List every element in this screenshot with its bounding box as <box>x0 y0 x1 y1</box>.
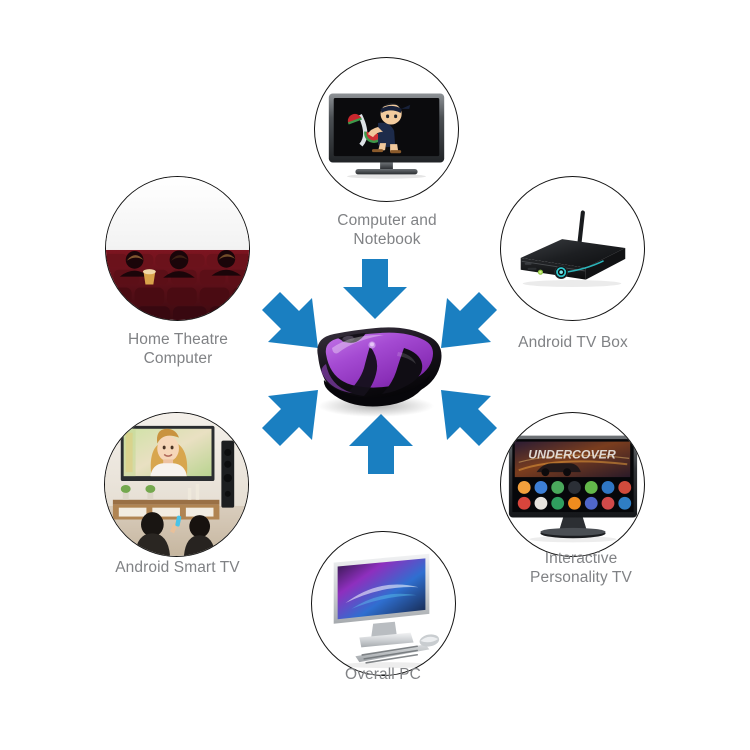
caption-interactive-personality-tv: Interactive Personality TV <box>530 550 632 586</box>
arrow-from-interactive-personality-tv <box>433 382 503 452</box>
caption-android-tv-box: Android TV Box <box>518 334 628 351</box>
arrow-from-computer-and-notebook <box>339 259 411 321</box>
caption-home-theatre-computer: Home Theatre Computer <box>128 331 228 367</box>
arrow-from-overall-pc <box>345 412 417 474</box>
set-top-box-antenna-icon <box>501 177 644 320</box>
circle-computer-and-notebook <box>314 57 459 202</box>
cinema-audience-icon <box>106 177 249 320</box>
game-title-text: UNDERCOVER <box>528 447 616 461</box>
arrow-from-home-theatre-computer <box>256 286 326 356</box>
wireless-mouse <box>300 312 452 420</box>
caption-computer-and-notebook: Computer and Notebook <box>337 212 437 248</box>
caption-overall-pc: Overall PC <box>345 666 421 683</box>
smart-tv-app-grid-icon: UNDERCOVER <box>501 413 644 556</box>
circle-home-theatre-computer <box>105 176 250 321</box>
living-room-tv-icon <box>105 413 248 556</box>
circle-android-smart-tv <box>104 412 249 557</box>
circle-android-tv-box <box>500 176 645 321</box>
circle-interactive-personality-tv: UNDERCOVER <box>500 412 645 557</box>
circle-overall-pc <box>311 531 456 676</box>
arrow-from-android-smart-tv <box>256 382 326 452</box>
caption-android-smart-tv: Android Smart TV <box>115 559 240 576</box>
arrow-from-android-tv-box <box>433 286 503 356</box>
flat-screen-tv-game-icon <box>315 58 458 201</box>
all-in-one-desktop-icon <box>312 532 455 675</box>
